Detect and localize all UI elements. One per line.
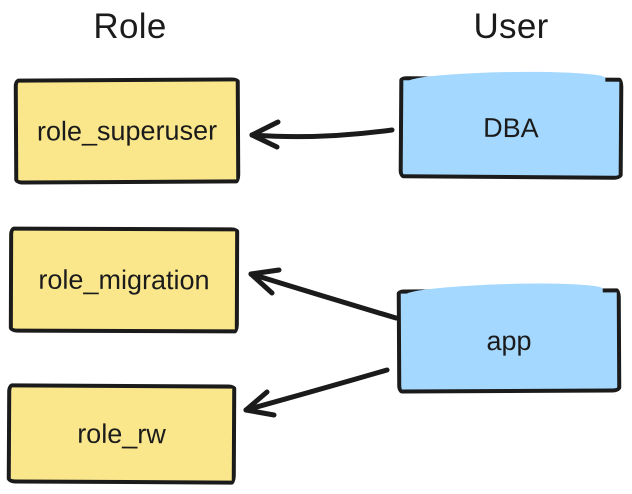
arrow-dba-to-role-superuser [249,119,395,150]
node-role-migration-label: role_migration [38,264,210,295]
node-role-superuser: role_superuser [13,77,241,185]
node-role-migration: role_migration [8,226,240,334]
node-user-app-label: app [486,325,532,356]
column-header-user: User [473,7,549,46]
node-role-rw: role_rw [6,383,237,485]
arrow-app-to-role-migration [248,267,399,321]
node-role-rw-label: role_rw [77,418,166,449]
node-role-superuser-label: role_superuser [36,115,218,146]
node-user-dba: DBA [398,76,624,180]
column-header-role: Role [93,7,167,46]
arrow-app-to-role-rw [243,367,390,418]
node-user-dba-label: DBA [483,112,539,143]
node-user-app: app [396,288,622,394]
